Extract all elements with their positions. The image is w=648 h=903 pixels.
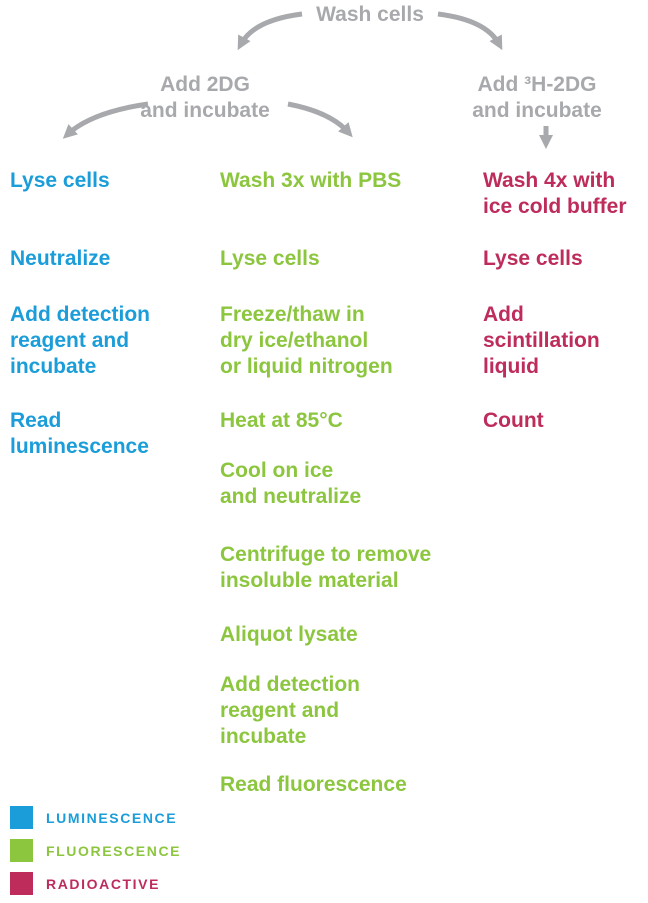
step-fluorescence-wash-3x-pbs: Wash 3x with PBS xyxy=(220,169,402,192)
step-fluorescence-freeze-thaw: Freeze/thaw in dry ice/ethanol or liquid… xyxy=(220,303,393,378)
step-fluorescence-heat-85c: Heat at 85°C xyxy=(220,409,343,432)
legend-item-radioactive: RADIOACTIVE xyxy=(10,872,160,895)
radioactive-swatch-icon xyxy=(10,872,33,895)
step-fluorescence-cool-on-ice: Cool on ice and neutralize xyxy=(220,459,362,508)
flow-branch-add-3h-2dg: Add ³H-2DG and incubate xyxy=(472,73,602,122)
legend-item-fluorescence: FLUORESCENCE xyxy=(10,839,181,862)
step-radioactive-count: Count xyxy=(483,409,544,432)
step-luminescence-neutralize: Neutralize xyxy=(10,247,111,270)
luminescence-swatch-icon xyxy=(10,806,33,829)
legend-item-luminescence: LUMINESCENCE xyxy=(10,806,177,829)
step-radioactive-lyse-cells: Lyse cells xyxy=(483,247,583,270)
step-radioactive-wash-4x: Wash 4x with ice cold buffer xyxy=(483,169,627,218)
step-luminescence-add-detection-reagent: Add detection reagent and incubate xyxy=(10,303,150,378)
flow-root-wash-cells: Wash cells xyxy=(316,3,424,26)
legend-label-radioactive: RADIOACTIVE xyxy=(46,875,161,892)
step-fluorescence-read-fluorescence: Read fluorescence xyxy=(220,773,407,796)
fluorescence-swatch-icon xyxy=(10,839,33,862)
step-fluorescence-centrifuge: Centrifuge to remove insoluble material xyxy=(220,543,432,592)
step-fluorescence-aliquot-lysate: Aliquot lysate xyxy=(220,623,358,646)
arrow-2dg-to-fluorescence xyxy=(287,101,353,138)
legend-label-fluorescence: FLUORESCENCE xyxy=(46,842,182,859)
step-radioactive-add-scintillation: Add scintillation liquid xyxy=(483,303,600,378)
step-fluorescence-lyse-cells: Lyse cells xyxy=(220,247,320,270)
legend-label-luminescence: LUMINESCENCE xyxy=(46,809,178,826)
flow-branch-add-2dg: Add 2DG and incubate xyxy=(140,73,270,122)
step-fluorescence-add-detection-reagent: Add detection reagent and incubate xyxy=(220,673,360,748)
step-luminescence-read-luminescence: Read luminescence xyxy=(10,409,149,458)
step-luminescence-lyse-cells: Lyse cells xyxy=(10,169,110,192)
